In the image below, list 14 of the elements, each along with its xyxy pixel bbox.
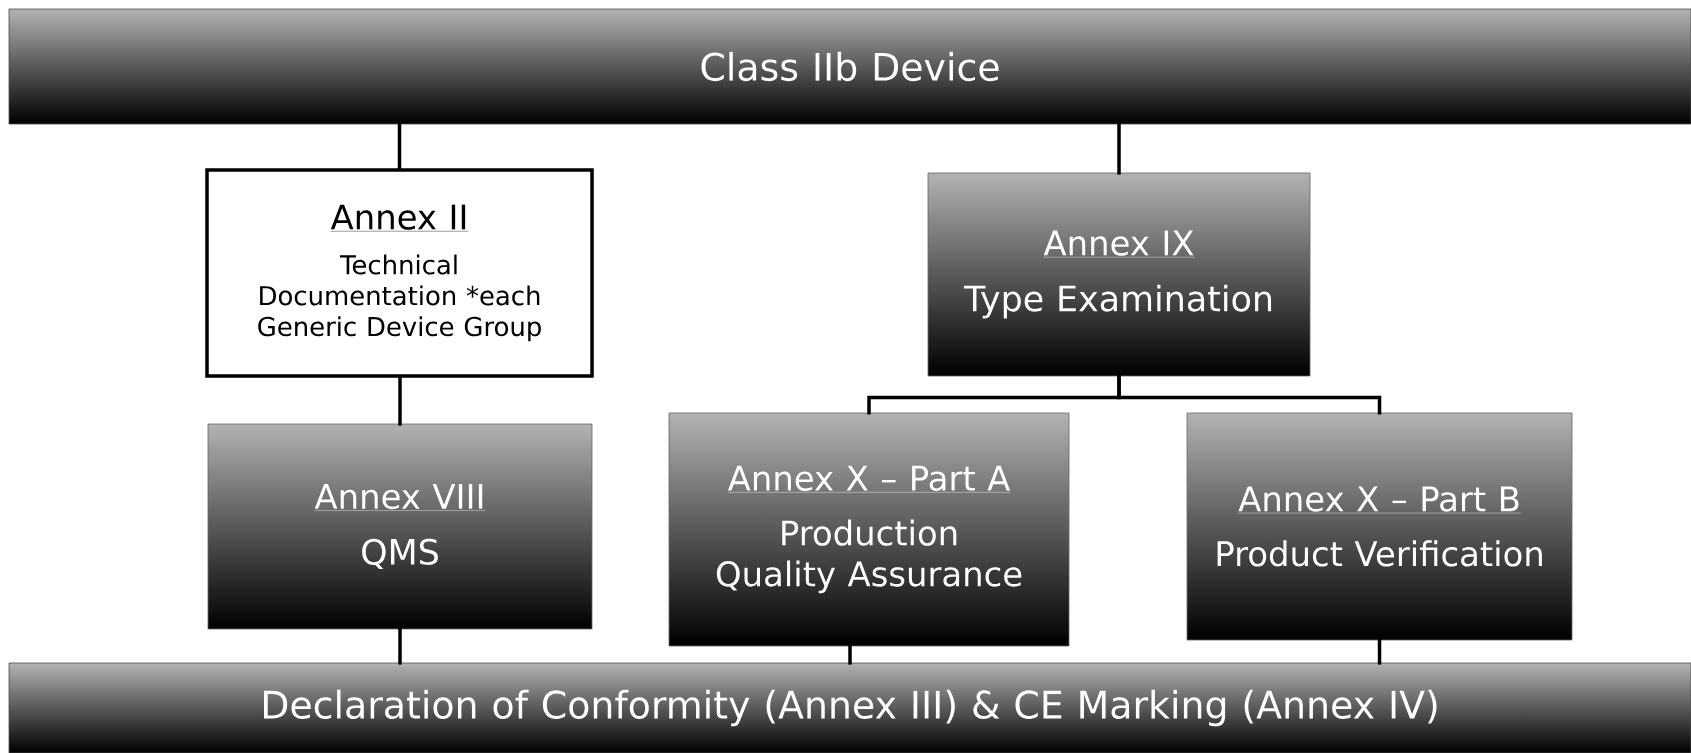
banner-bar: Declaration of Conformity (Annex III) & CE Marking (Annex IV) xyxy=(8,662,1691,753)
annex-box: Annex X – Part B Product Verification xyxy=(1186,412,1573,641)
annex-box: Annex IX Type Examination xyxy=(927,172,1311,377)
banner-bar: Class IIb Device xyxy=(8,8,1691,125)
connector-line xyxy=(1377,638,1382,665)
connector-line xyxy=(398,375,402,426)
annex-box: Annex X – Part A Production Quality Assurance xyxy=(668,412,1070,647)
connector-line xyxy=(397,122,402,171)
connector-line xyxy=(1117,122,1121,175)
connector-line xyxy=(1117,374,1382,415)
connector-line xyxy=(398,627,402,665)
annex-box: Annex II Technical Documentation *each Generic Device Group xyxy=(205,168,594,378)
connector-line xyxy=(848,644,852,665)
annex-box: Annex VIII QMS xyxy=(207,423,593,630)
